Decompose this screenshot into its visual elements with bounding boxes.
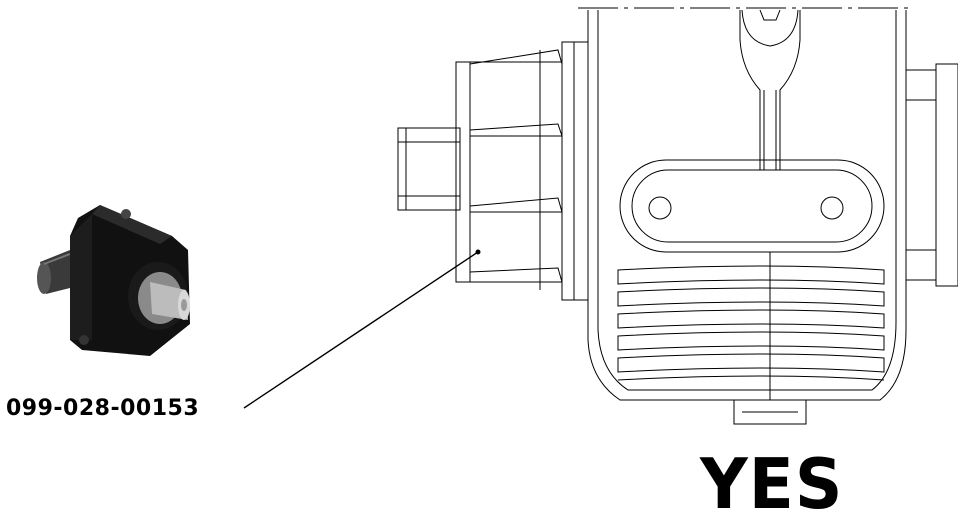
answer-text: YES [700, 444, 844, 525]
leader-line [243, 251, 479, 409]
leader-dot [475, 249, 481, 255]
part-number-label: 099-028-00153 [6, 396, 200, 421]
housing-drawing [397, 7, 958, 425]
part-photo [37, 205, 190, 356]
